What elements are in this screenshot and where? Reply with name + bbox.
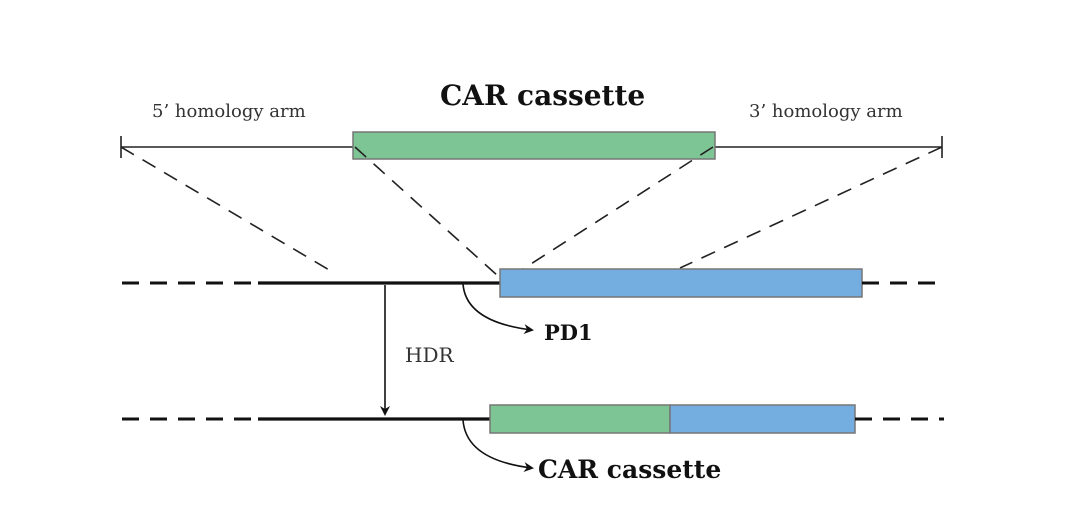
- target-locus: [122, 268, 944, 334]
- donor-template: [120, 131, 943, 160]
- mapping-line-left-inner: [354, 146, 499, 277]
- donor-car-cassette-box: [352, 131, 716, 160]
- mapping-line-right-outer: [679, 146, 943, 269]
- three-prime-homology-arm-label: 3’ homology arm: [749, 101, 903, 122]
- edited-locus: [122, 404, 944, 472]
- five-prime-homology-arm-label: 5’ homology arm: [152, 101, 306, 122]
- mapping-line-left-outer: [120, 146, 337, 275]
- pd1-pointer-arrow: [462, 283, 534, 334]
- mapping-line-right-inner: [505, 146, 714, 281]
- car-cassette-title: CAR cassette: [440, 79, 645, 112]
- car-cassette-result-label: CAR cassette: [538, 455, 721, 484]
- homology-mapping-lines: [120, 146, 943, 281]
- hdr-label: HDR: [405, 343, 454, 367]
- car-cassette-pointer-arrow: [462, 419, 534, 472]
- pd1-gene-remainder-box: [669, 404, 856, 434]
- pd1-gene-box: [499, 268, 863, 298]
- inserted-car-cassette-box: [489, 404, 671, 434]
- pd1-label: PD1: [544, 320, 593, 345]
